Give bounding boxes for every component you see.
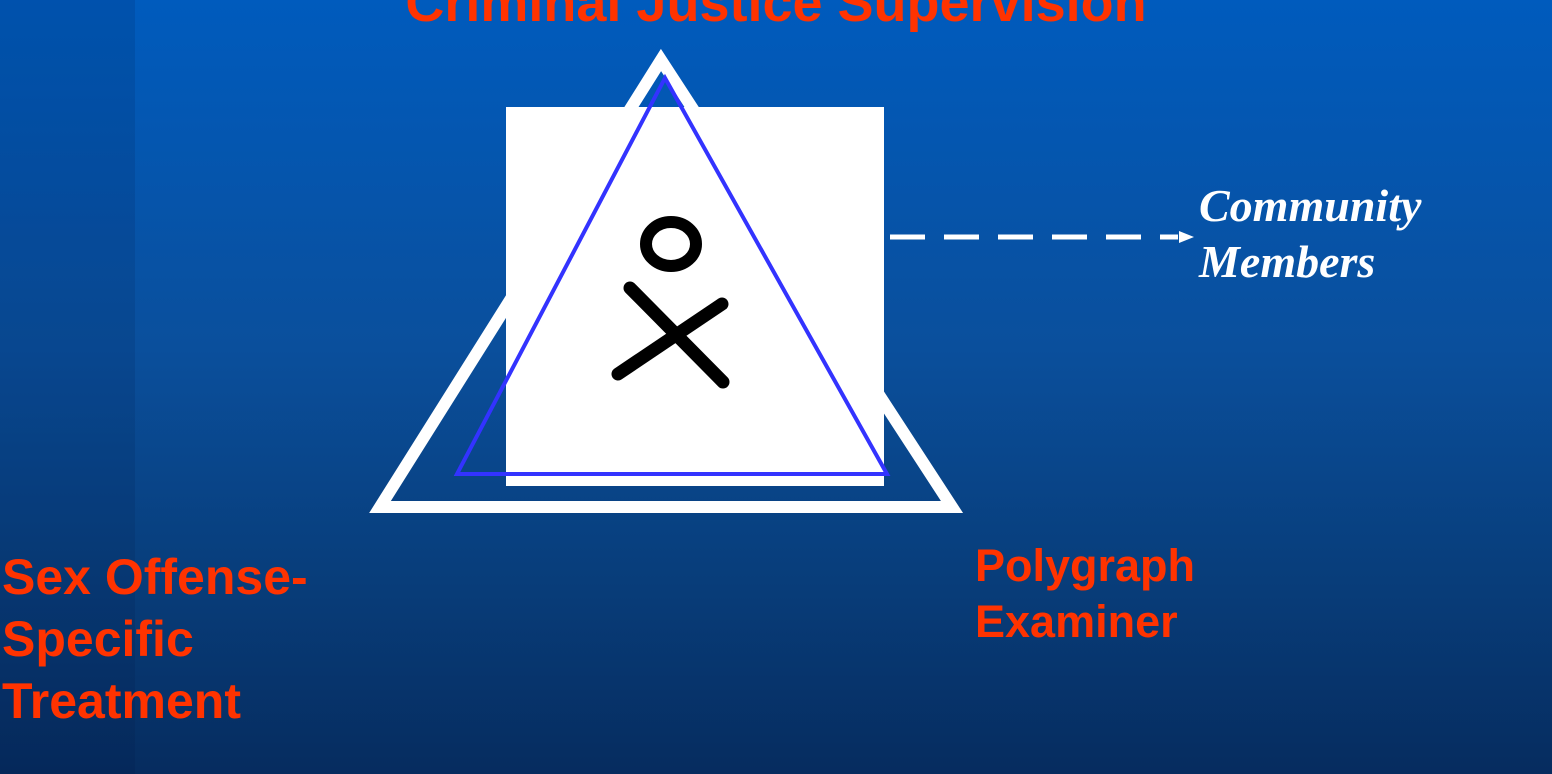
community-label-line-2: Members bbox=[1199, 234, 1421, 290]
center-square bbox=[506, 107, 884, 486]
polygraph-label: Polygraph Examiner bbox=[975, 538, 1195, 650]
dashed-arrow bbox=[890, 231, 1194, 243]
treatment-label: Sex Offense- Specific Treatment bbox=[2, 546, 308, 732]
treatment-label-line-2: Specific bbox=[2, 608, 308, 670]
polygraph-label-line-2: Examiner bbox=[975, 594, 1195, 650]
community-label-line-1: Community bbox=[1199, 178, 1421, 234]
polygraph-label-line-1: Polygraph bbox=[975, 538, 1195, 594]
community-members-label: Community Members bbox=[1199, 178, 1421, 290]
treatment-label-line-3: Treatment bbox=[2, 670, 308, 732]
treatment-label-line-1: Sex Offense- bbox=[2, 546, 308, 608]
